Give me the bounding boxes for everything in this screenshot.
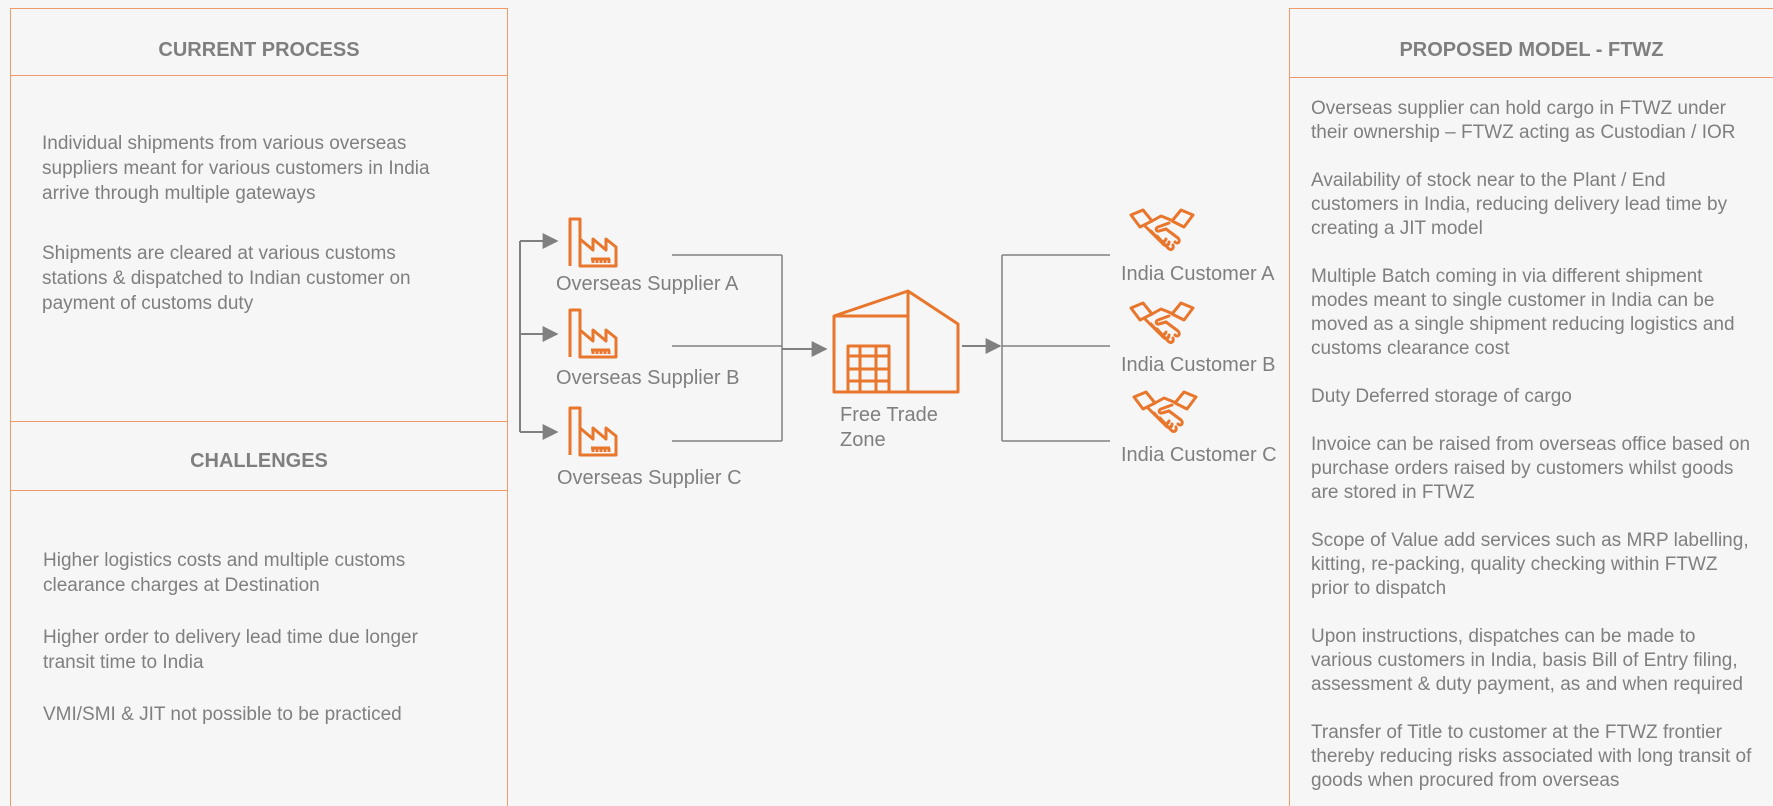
customer-a-label: India Customer A	[1121, 263, 1275, 285]
customer-c-handshake-icon	[1131, 389, 1199, 442]
ftwz-label-line-2: Zone	[840, 429, 886, 451]
current-process-item-1: Individual shipments from various overse…	[42, 133, 430, 204]
challenges-item-2: Higher order to delivery lead time due l…	[43, 627, 418, 673]
proposed-model-item-4: Duty Deferred storage of cargo	[1311, 386, 1572, 407]
supplier-c-label: Overseas Supplier C	[557, 467, 742, 489]
proposed-model-item-5: Invoice can be raised from overseas offi…	[1311, 434, 1751, 503]
challenges-item-1: Higher logistics costs and multiple cust…	[43, 550, 406, 596]
proposed-model-item-1: Overseas supplier can hold cargo in FTWZ…	[1311, 98, 1736, 143]
current-process-item-2: Shipments are cleared at various customs…	[42, 243, 411, 314]
proposed-model-item-2: Availability of stock near to the Plant …	[1311, 170, 1728, 239]
current-process-panel: CURRENT PROCESS Individual shipments fro…	[10, 8, 508, 806]
proposed-model-divider	[1290, 77, 1773, 78]
ftwz-warehouse-icon	[832, 289, 960, 401]
proposed-model-item-3: Multiple Batch coming in via different s…	[1311, 266, 1735, 359]
supplier-c-factory-icon	[567, 402, 619, 463]
supplier-b-label: Overseas Supplier B	[556, 367, 740, 389]
proposed-model-item-8: Transfer of Title to customer at the FTW…	[1311, 722, 1752, 791]
customer-b-label: India Customer B	[1121, 354, 1276, 376]
supplier-a-factory-icon	[567, 213, 619, 274]
ftwz-label-line-1: Free Trade	[840, 404, 938, 426]
customer-b-handshake-icon	[1128, 300, 1196, 353]
proposed-model-title: PROPOSED MODEL - FTWZ	[1399, 39, 1664, 61]
current-process-divider	[11, 75, 507, 76]
customer-c-label: India Customer C	[1121, 444, 1277, 466]
supplier-b-factory-icon	[567, 304, 619, 365]
proposed-model-item-6: Scope of Value add services such as MRP …	[1311, 530, 1749, 599]
challenges-divider	[11, 490, 507, 491]
current-process-title: CURRENT PROCESS	[158, 39, 360, 61]
customer-a-handshake-icon	[1128, 207, 1196, 260]
challenges-top-divider	[11, 421, 507, 422]
challenges-item-3: VMI/SMI & JIT not possible to be practic…	[43, 704, 402, 725]
proposed-model-panel: PROPOSED MODEL - FTWZ Overseas supplier …	[1289, 8, 1773, 806]
supplier-a-label: Overseas Supplier A	[556, 273, 739, 295]
challenges-title: CHALLENGES	[190, 450, 328, 472]
proposed-model-item-7: Upon instructions, dispatches can be mad…	[1311, 626, 1743, 695]
